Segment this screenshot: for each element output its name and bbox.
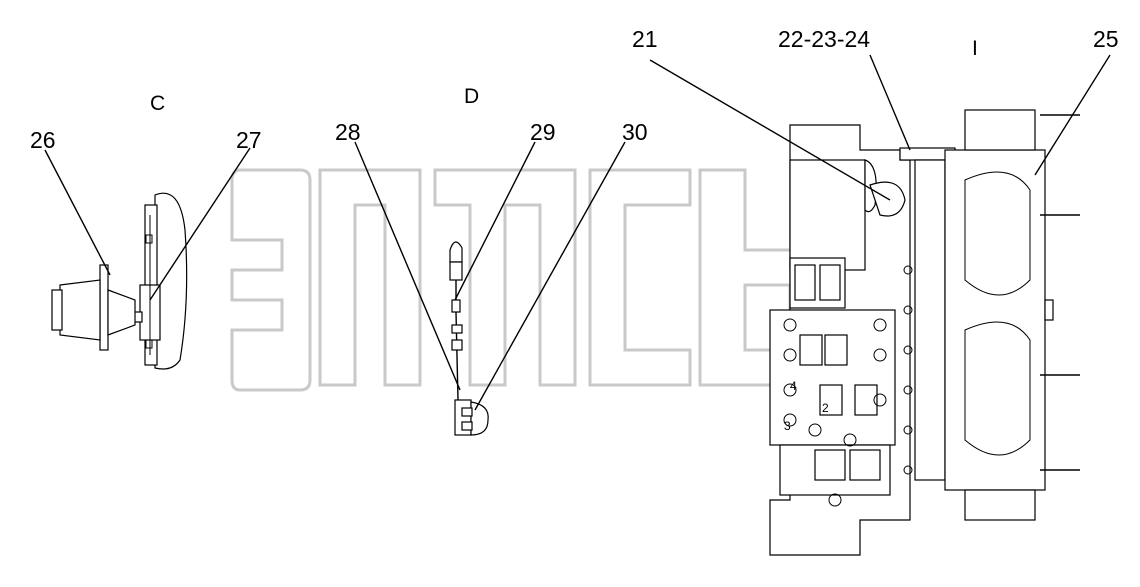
view-c-assembly <box>51 192 188 370</box>
view-label-c: C <box>150 92 165 115</box>
leader-30 <box>474 141 626 411</box>
leader-25 <box>1034 54 1111 176</box>
view-i-assembly <box>769 109 1080 556</box>
port-label-4: 4 <box>790 379 797 393</box>
callout-29: 29 <box>530 119 556 145</box>
leader-27 <box>149 147 251 301</box>
view-label-d: D <box>464 85 479 108</box>
callout-22-23-24: 22-23-24 <box>778 26 870 52</box>
leader-26 <box>44 149 111 276</box>
port-label-2: 2 <box>822 401 829 415</box>
leader-29 <box>454 141 536 301</box>
port-label-3: 3 <box>784 419 791 433</box>
leader-21 <box>649 59 891 201</box>
callout-27: 27 <box>236 127 262 153</box>
callout-21: 21 <box>632 26 658 52</box>
port-markings: 4 3 2 <box>784 379 829 433</box>
watermark-logo: TM <box>230 165 859 392</box>
callout-30: 30 <box>622 119 648 145</box>
leader-28 <box>354 141 461 391</box>
callout-labels: 21 22-23-24 25 26 27 28 29 30 <box>30 26 1119 153</box>
callout-25: 25 <box>1093 26 1119 52</box>
view-d-assembly <box>449 241 489 436</box>
view-labels: C D I <box>150 37 978 115</box>
view-label-i: I <box>972 37 978 60</box>
callout-28: 28 <box>335 119 361 145</box>
leader-lines <box>44 54 1111 411</box>
callout-26: 26 <box>30 127 56 153</box>
leader-22-23-24 <box>869 54 911 151</box>
